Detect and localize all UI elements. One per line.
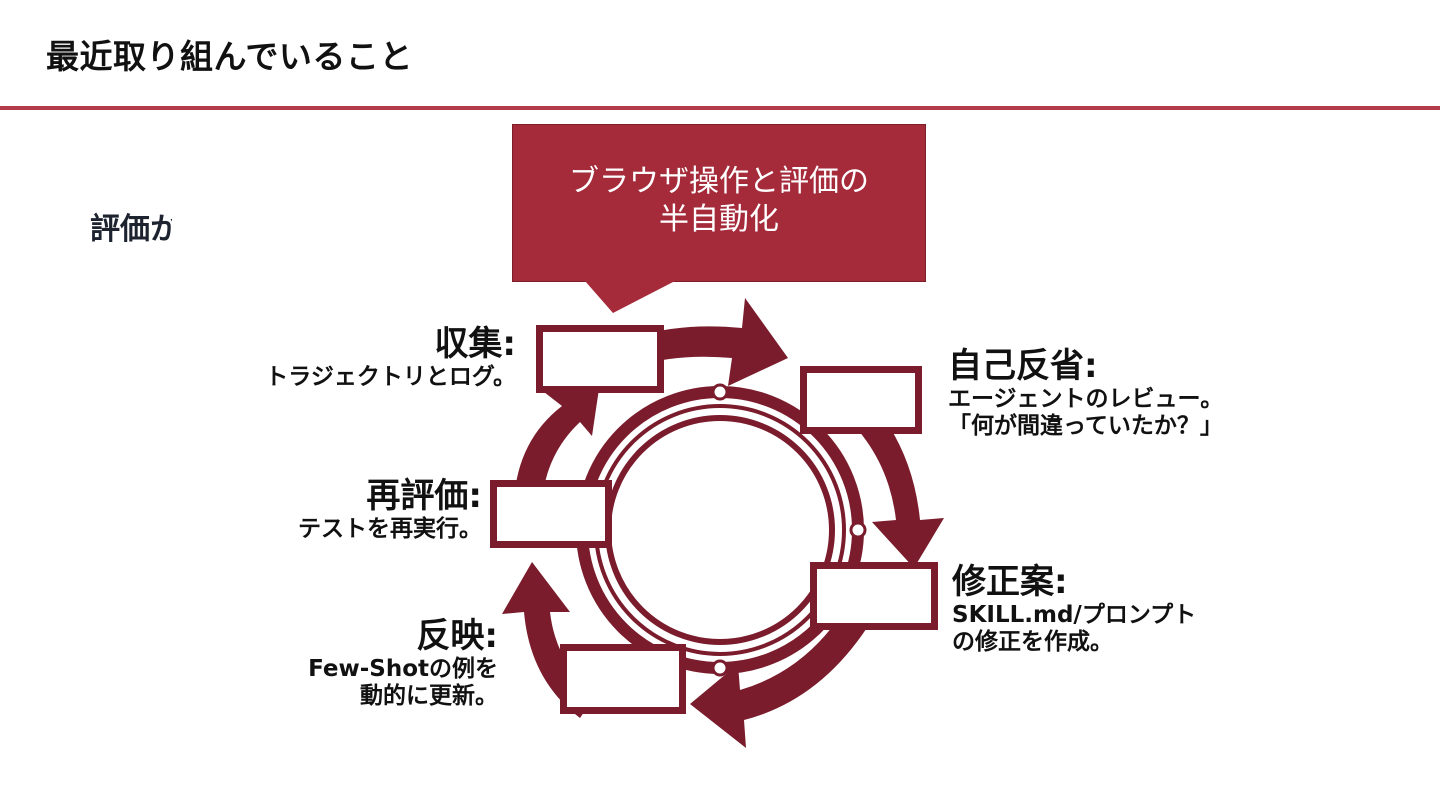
step-label-collect: 収集: トラジェクトリとログ。	[232, 324, 516, 391]
title-divider	[0, 106, 1440, 110]
step-label-propose: 修正案: SKILL.md/プロンプト の修正を作成。	[952, 562, 1252, 656]
callout-box: ブラウザ操作と評価の 半自動化	[512, 124, 926, 282]
callout-line-2: 半自動化	[513, 201, 925, 239]
step-box-collect	[536, 325, 664, 393]
step-label-reflect: 自己反省: エージェントのレビュー。 「何が間違っていたか？」	[948, 346, 1258, 440]
step-box-reevaluate	[490, 480, 612, 548]
callout-line-1: ブラウザ操作と評価の	[513, 163, 925, 201]
step-label-reevaluate: 再評価: テストを再実行。	[268, 476, 482, 543]
cycle-diagram: 収集: トラジェクトリとログ。 自己反省: エージェントのレビュー。 「何が間違…	[172, 200, 1270, 805]
slide-title: 最近取り組んでいること	[46, 30, 413, 78]
step-label-apply: 反映: Few-Shotの例を 動的に更新。	[284, 616, 498, 710]
callout-tail	[585, 281, 675, 315]
step-box-apply	[560, 644, 686, 714]
step-box-propose	[810, 562, 938, 630]
step-box-reflect	[800, 366, 922, 434]
